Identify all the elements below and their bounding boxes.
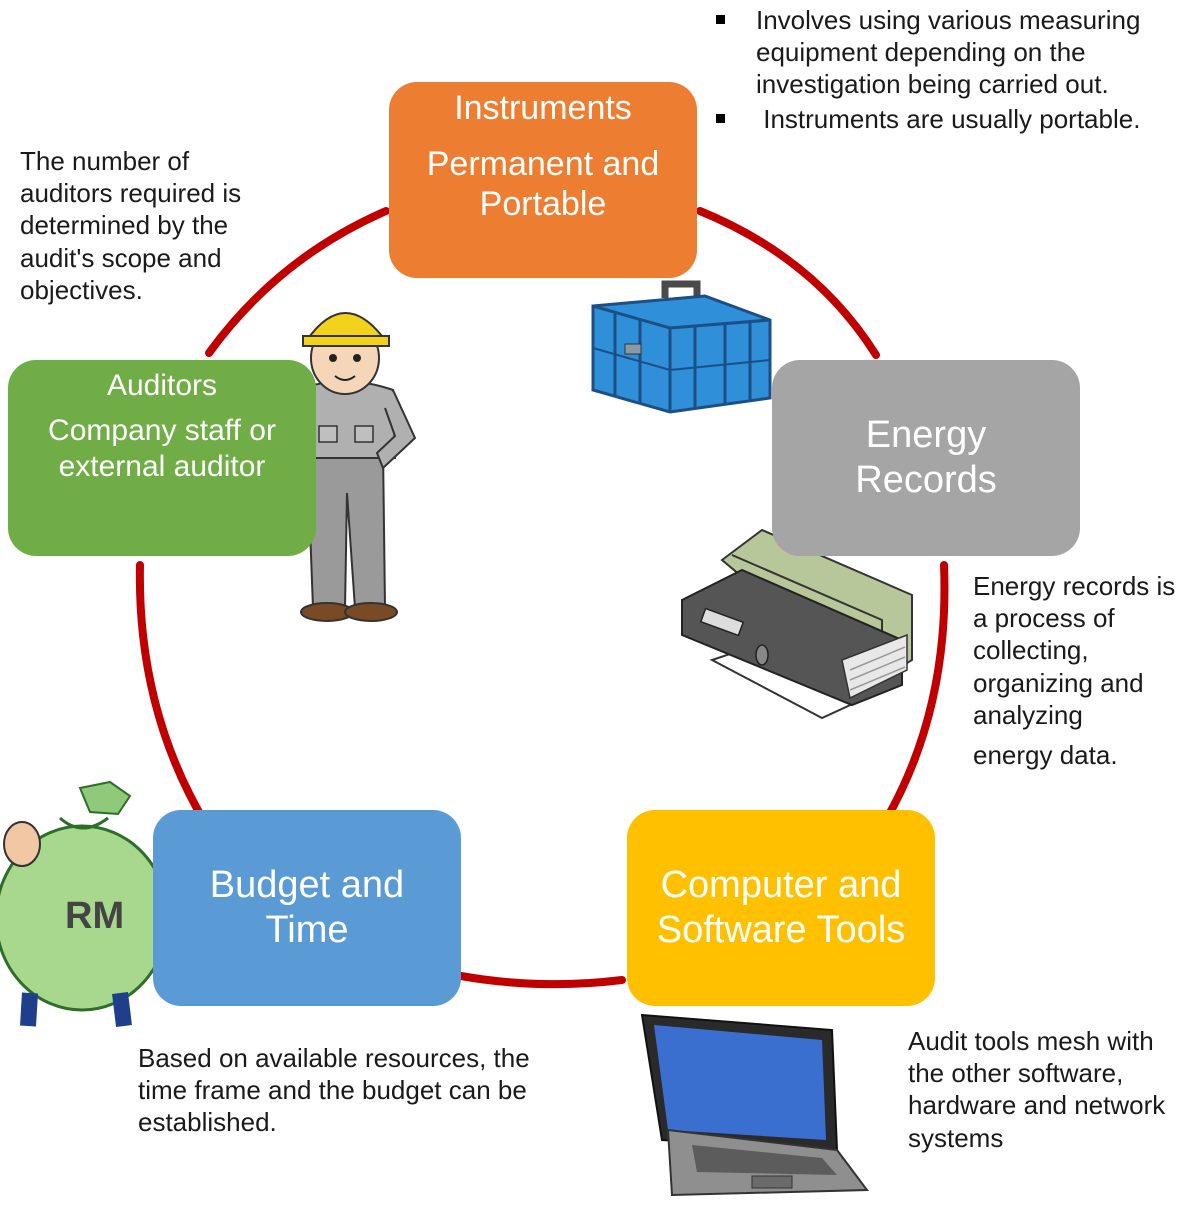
energy-records-note: Energy records is a process of collectin… xyxy=(973,570,1183,771)
node-computer-software-title: Computer and Software Tools xyxy=(656,864,906,951)
binders-icon xyxy=(681,528,913,720)
toolbox-icon xyxy=(591,280,772,414)
node-energy-records-title: Energy Records xyxy=(855,414,997,501)
laptop-icon xyxy=(640,1013,869,1197)
node-auditors-subtitle: Company staff or external auditor xyxy=(48,414,276,483)
ring-arc-right xyxy=(876,561,949,834)
node-energy-records: Energy Records xyxy=(772,360,1080,556)
ring-arc-top-right xyxy=(696,207,880,359)
node-instruments: Instruments Permanent and Portable xyxy=(389,82,697,278)
ring-arc-left xyxy=(135,561,211,830)
computer-note: Audit tools mesh with the other software… xyxy=(908,1026,1166,1153)
money-bag-icon: RM xyxy=(0,780,170,1027)
instruments-note-item: Instruments are usually portable. xyxy=(716,103,1176,135)
node-instruments-title: Instruments xyxy=(454,89,632,127)
bullet-icon xyxy=(716,15,725,24)
node-instruments-subtitle: Permanent and Portable xyxy=(426,145,660,224)
money-bag-label: RM xyxy=(65,895,124,937)
instruments-notes: Involves using various measuring equipme… xyxy=(716,4,1176,135)
node-budget-time: Budget and Time xyxy=(153,810,461,1006)
energy-records-note-last: energy data. xyxy=(973,740,1118,771)
node-auditors: Auditors Company staff or external audit… xyxy=(8,360,316,556)
instruments-note-item: Involves using various measuring equipme… xyxy=(716,4,1176,101)
node-budget-time-title: Budget and Time xyxy=(209,864,405,951)
node-computer-software: Computer and Software Tools xyxy=(627,810,935,1006)
ring-arc-top-left xyxy=(205,207,390,357)
auditors-note: The number of auditors required is deter… xyxy=(20,146,242,305)
ring-arc-bottom xyxy=(457,972,626,989)
energy-records-note-text: Energy records is a process of collectin… xyxy=(973,571,1176,730)
bullet-icon xyxy=(716,113,725,123)
node-auditors-title: Auditors xyxy=(106,369,218,402)
budget-note: Based on available resources, the time f… xyxy=(138,1043,530,1138)
